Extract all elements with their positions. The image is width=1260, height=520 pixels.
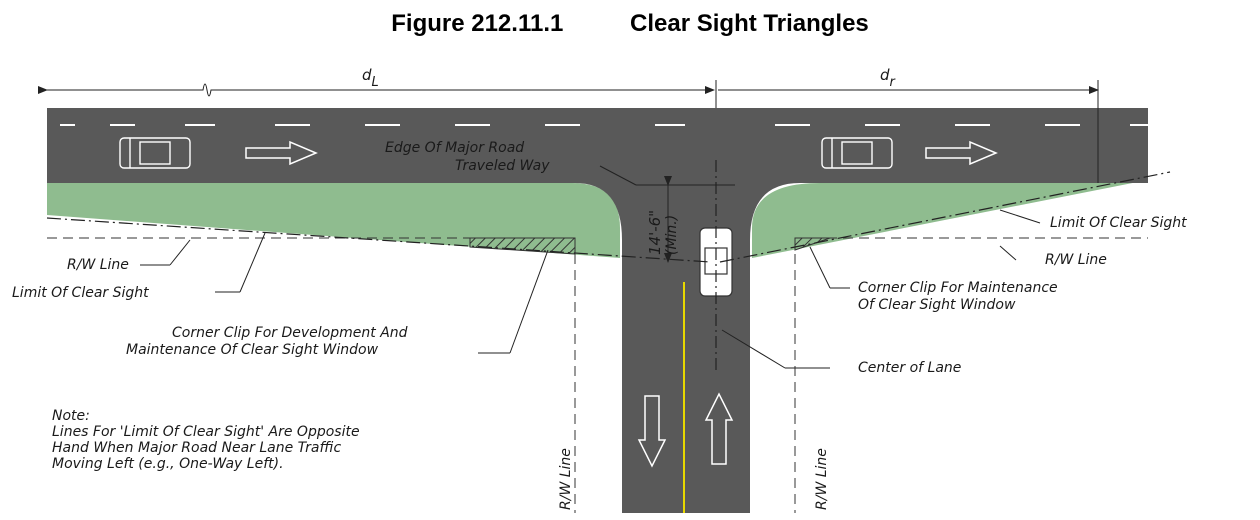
rw-line-vertical-label-left: R/W Line (558, 448, 574, 510)
note-heading: Note: (52, 408, 90, 424)
direction-arrow-down-icon (637, 395, 667, 468)
svg-text:(Min.): (Min.) (664, 215, 680, 255)
note-line: Hand When Major Road Near Lane Traffic (52, 440, 341, 456)
rw-line-label-right: R/W Line (1045, 252, 1107, 268)
note-block: Note: Lines For 'Limit Of Clear Sight' A… (52, 408, 360, 472)
car-icon (821, 137, 893, 169)
setback-dimension: 14'-6" (Min.) (646, 210, 680, 255)
limit-of-clear-sight-line (46, 171, 1171, 263)
car-icon (119, 137, 191, 169)
curb-return-right (750, 183, 800, 240)
rw-line-label-left: R/W Line (67, 257, 129, 273)
center-of-lane-label: Center of Lane (858, 360, 961, 376)
note-line: Lines For 'Limit Of Clear Sight' Are Opp… (52, 424, 360, 440)
corner-clip-right (794, 237, 831, 251)
rw-line-horizontal (47, 237, 1148, 513)
limit-of-clear-sight-label-right: Limit Of Clear Sight (1050, 215, 1187, 231)
curb-return-left (575, 183, 622, 240)
direction-arrow-right-icon (245, 140, 318, 166)
figure-number: Figure 212.11.1 (391, 10, 564, 37)
edge-of-road-label-2: Traveled Way (455, 158, 550, 174)
corner-clip-right-label-2: Of Clear Sight Window (858, 297, 1016, 313)
corner-clip-left-label-2: Maintenance Of Clear Sight Window (126, 342, 379, 358)
dimension-lines (38, 80, 1099, 263)
corner-clip-left-label-1: Corner Clip For Development And (172, 325, 408, 341)
direction-arrow-right-icon (925, 140, 998, 166)
dimension-dl: dL (362, 66, 379, 90)
rw-line-vertical-label-right: R/W Line (814, 448, 830, 510)
edge-of-road-label-1: Edge Of Major Road (385, 140, 524, 156)
dimension-dr: dr (880, 66, 897, 90)
note-line: Moving Left (e.g., One-Way Left). (52, 456, 284, 472)
major-road (47, 108, 1148, 183)
figure-title: Figure 212.11.1 Clear Sight Triangles (0, 10, 1260, 38)
corner-clip-right-label-1: Corner Clip For Maintenance (858, 280, 1058, 296)
svg-text:14'-6": 14'-6" (646, 210, 664, 255)
direction-arrow-up-icon (704, 392, 734, 465)
figure-caption: Clear Sight Triangles (630, 10, 869, 37)
limit-of-clear-sight-label-left: Limit Of Clear Sight (12, 285, 149, 301)
leader-lines (140, 165, 1041, 369)
